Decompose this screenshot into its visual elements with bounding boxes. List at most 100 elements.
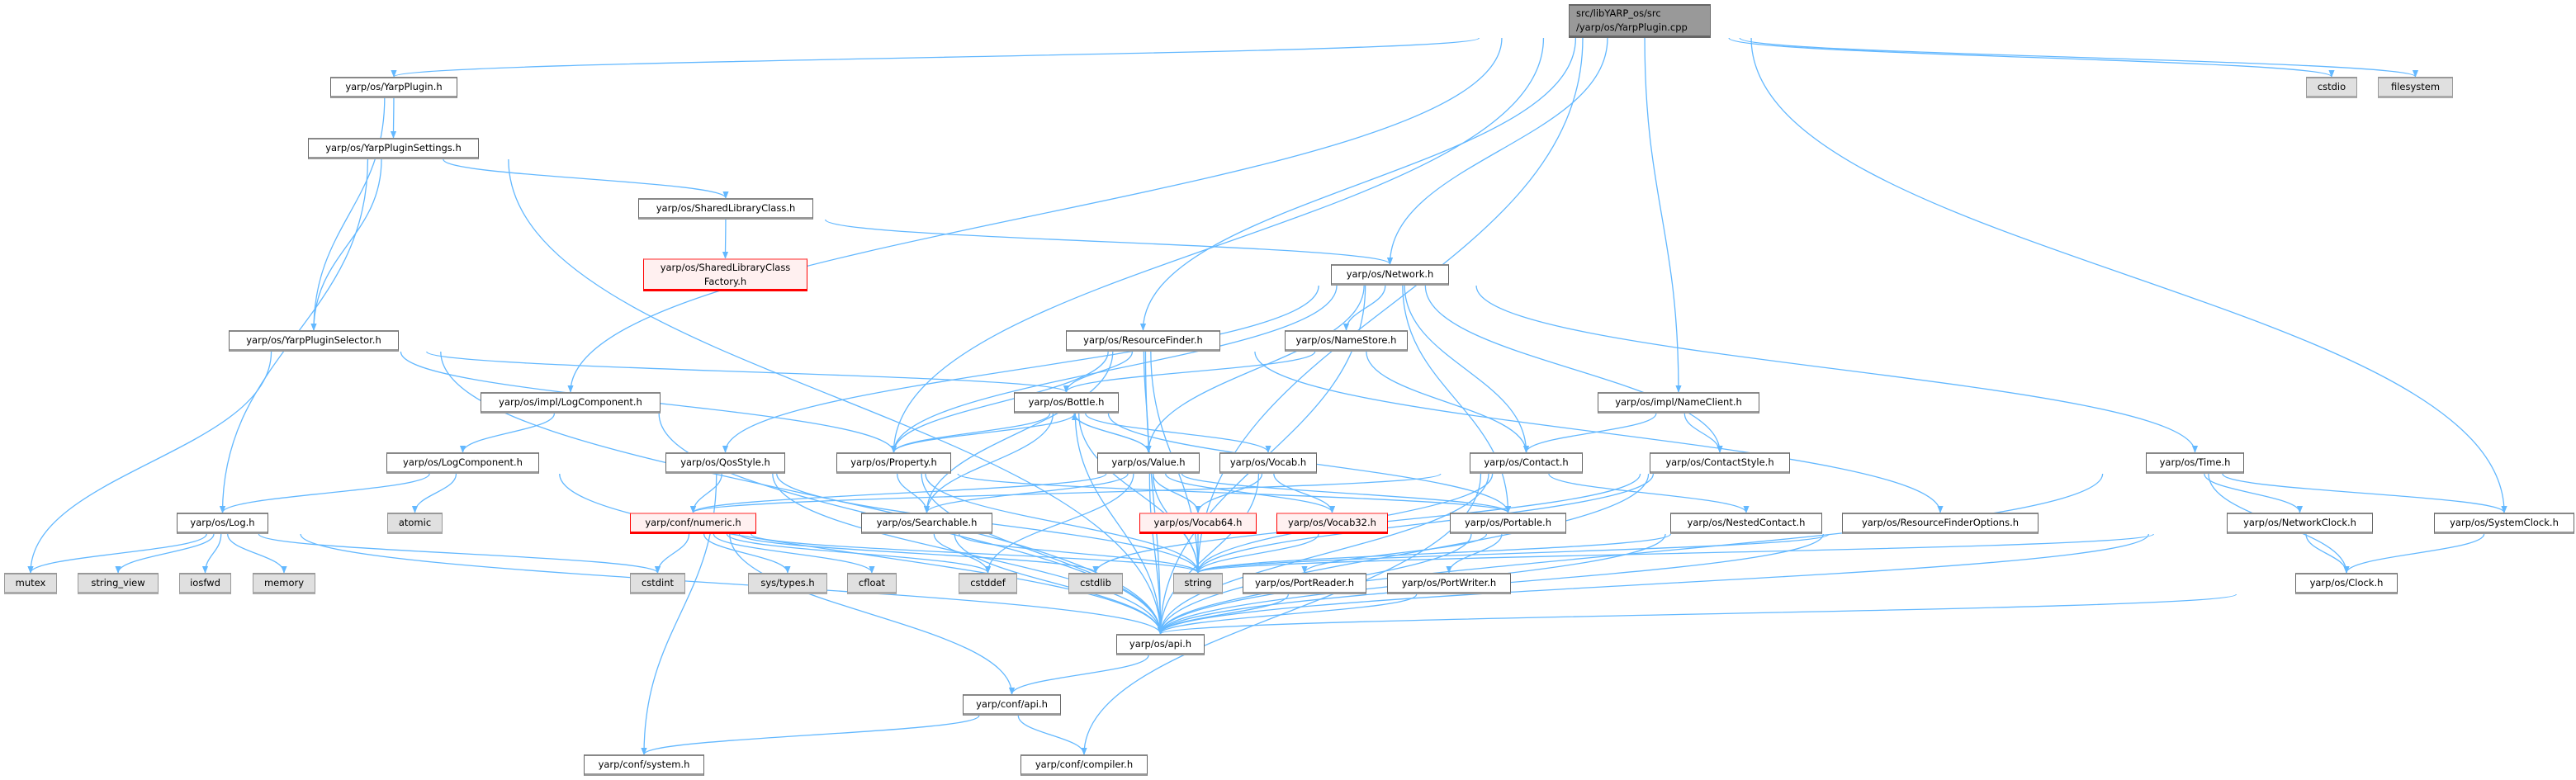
edge-lc-to-atomic [411, 473, 457, 513]
graph-node-search[interactable]: yarp/os/Searchable.h [861, 513, 992, 534]
graph-node-bottle[interactable]: yarp/os/Bottle.h [1014, 392, 1119, 414]
edge-root-to-prop [890, 37, 1545, 453]
edge-prop-to-api [921, 473, 1164, 635]
edge-rf-to-search [923, 351, 1114, 513]
edge-vocab-to-api [1157, 473, 1260, 635]
edge-capi-to-ccomp [1017, 715, 1087, 755]
edge-value-to-cstddef [984, 473, 1134, 574]
graph-node-net[interactable]: yarp/os/Network.h [1331, 264, 1449, 286]
edge-value-to-bottle [1071, 413, 1149, 453]
graph-node-ccomp[interactable]: yarp/conf/compiler.h [1020, 754, 1148, 776]
graph-node-cstddef[interactable]: cstddef [959, 573, 1017, 594]
edge-log-to-sv [115, 533, 215, 574]
graph-node-yps[interactable]: yarp/os/YarpPluginSettings.h [308, 138, 479, 159]
edge-pwriter-to-api [1157, 593, 1418, 635]
edge-qos-to-api [772, 473, 1164, 635]
edge-net-to-portable [1402, 285, 1512, 513]
graph-node-api[interactable]: yarp/os/api.h [1116, 634, 1205, 655]
edge-log-to-api [300, 533, 1163, 635]
graph-node-clock[interactable]: yarp/os/Clock.h [2295, 573, 2398, 594]
graph-node-systypes[interactable]: sys/types.h [748, 573, 827, 594]
edge-bottle-to-vocab [1085, 413, 1271, 453]
edge-yps-to-ypsel [310, 158, 382, 331]
edge-nc-to-contact [1522, 413, 1657, 453]
graph-node-ilc[interactable]: yarp/os/impl/LogComponent.h [481, 392, 661, 414]
graph-node-qos[interactable]: yarp/os/QosStyle.h [665, 452, 785, 474]
graph-node-nclock[interactable]: yarp/os/NetworkClock.h [2227, 513, 2373, 534]
edge-ns-to-contact [1366, 351, 1530, 453]
graph-node-cstdio[interactable]: cstdio [2306, 77, 2357, 98]
edge-rf-to-api [1144, 351, 1164, 635]
graph-node-cstdlib[interactable]: cstdlib [1068, 573, 1123, 594]
graph-node-fs[interactable]: filesystem [2378, 77, 2453, 98]
graph-node-contact[interactable]: yarp/os/Contact.h [1470, 452, 1583, 474]
graph-node-prop[interactable]: yarp/os/Property.h [836, 452, 951, 474]
edge-net-to-value [1145, 285, 1365, 453]
graph-node-atomic[interactable]: atomic [387, 513, 443, 534]
graph-node-vocab[interactable]: yarp/os/Vocab.h [1219, 452, 1317, 474]
edge-portable-to-preader [1301, 533, 1488, 574]
edge-ns-to-bottle [1063, 351, 1316, 393]
edge-yps-to-api [508, 158, 1164, 635]
graph-node-value[interactable]: yarp/os/Value.h [1097, 452, 1200, 474]
edge-log-to-mutex [27, 533, 207, 574]
graph-node-capi[interactable]: yarp/conf/api.h [963, 694, 1061, 716]
edge-numeric-to-cstdint [654, 533, 690, 574]
edge-value-to-v64 [1152, 473, 1201, 513]
graph-node-cstdint[interactable]: cstdint [630, 573, 685, 594]
graph-node-sclock[interactable]: yarp/os/SystemClock.h [2434, 513, 2574, 534]
edge-lc-to-log [219, 473, 430, 513]
graph-node-rfo[interactable]: yarp/os/ResourceFinderOptions.h [1842, 513, 2039, 534]
graph-node-string[interactable]: string [1173, 573, 1223, 594]
edge-rf-to-prop [890, 351, 1109, 453]
edge-clock-to-api [1158, 593, 2237, 635]
edge-root-to-fs [1739, 37, 2418, 78]
edge-numeric-to-string [751, 533, 1201, 574]
graph-node-mutex[interactable]: mutex [4, 573, 57, 594]
edge-prop-to-bottle [893, 413, 1078, 453]
graph-node-iosfwd[interactable]: iosfwd [179, 573, 231, 594]
edge-nclock-to-clock [2305, 533, 2350, 574]
edge-bottle-to-api [1074, 413, 1164, 635]
graph-node-root[interactable]: src/libYARP_os/src /yarp/os/YarpPlugin.c… [1569, 4, 1711, 38]
graph-node-csys[interactable]: yarp/conf/system.h [584, 754, 704, 776]
graph-node-ypsel[interactable]: yarp/os/YarpPluginSelector.h [229, 330, 399, 352]
graph-node-time[interactable]: yarp/os/Time.h [2146, 452, 2244, 474]
graph-node-lc[interactable]: yarp/os/LogComponent.h [386, 452, 539, 474]
graph-node-numeric[interactable]: yarp/conf/numeric.h [630, 513, 756, 534]
edge-log-to-iosfwd [201, 533, 222, 574]
graph-node-portable[interactable]: yarp/os/Portable.h [1450, 513, 1566, 534]
edge-nclock-to-string [1195, 533, 2154, 574]
edge-net-to-qos [722, 285, 1319, 453]
edge-contact-to-api [1157, 473, 1489, 635]
graph-node-rf[interactable]: yarp/os/ResourceFinder.h [1066, 330, 1220, 352]
graph-node-cstyle[interactable]: yarp/os/ContactStyle.h [1650, 452, 1790, 474]
graph-node-memory[interactable]: memory [253, 573, 315, 594]
graph-node-slcf[interactable]: yarp/os/SharedLibraryClass Factory.h [643, 258, 807, 291]
graph-node-preader[interactable]: yarp/os/PortReader.h [1243, 573, 1366, 594]
edge-capi-to-csys [641, 715, 980, 755]
graph-node-cfloat[interactable]: cfloat [847, 573, 897, 594]
edge-nc-to-cstyle [1683, 413, 1723, 453]
edge-numeric-to-systypes [703, 533, 791, 574]
graph-node-nc[interactable]: yarp/os/impl/NameClient.h [1598, 392, 1759, 414]
edge-net-to-cstyle [1424, 285, 1723, 453]
graph-node-nested[interactable]: yarp/os/NestedContact.h [1670, 513, 1822, 534]
graph-node-ns[interactable]: yarp/os/NameStore.h [1285, 330, 1408, 352]
graph-node-v64[interactable]: yarp/os/Vocab64.h [1139, 513, 1257, 534]
graph-node-slc[interactable]: yarp/os/SharedLibraryClass.h [638, 198, 813, 220]
graph-node-log[interactable]: yarp/os/Log.h [177, 513, 268, 534]
graph-node-sv[interactable]: string_view [78, 573, 159, 594]
edge-ypsel-to-bottle [426, 351, 1069, 393]
edge-v32-to-string [1195, 533, 1319, 574]
edge-yps-to-slc [443, 158, 729, 199]
edge-time-to-nclock [2204, 473, 2304, 513]
edge-value-to-numeric [690, 473, 1107, 513]
edge-root-to-net [1386, 37, 1608, 265]
edge-bottle-to-prop [890, 413, 1051, 453]
graph-node-v32[interactable]: yarp/os/Vocab32.h [1276, 513, 1388, 534]
edge-root-to-ilc [567, 37, 1503, 393]
graph-node-yp[interactable]: yarp/os/YarpPlugin.h [330, 77, 457, 98]
graph-node-pwriter[interactable]: yarp/os/PortWriter.h [1387, 573, 1511, 594]
